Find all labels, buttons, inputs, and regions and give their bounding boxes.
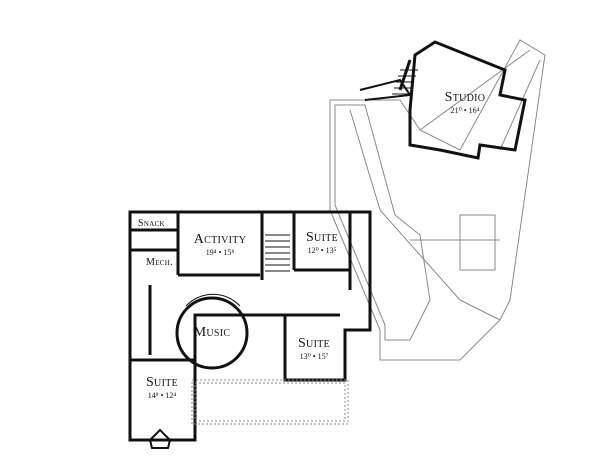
studio-walls <box>398 40 527 160</box>
room-name: Suite <box>305 230 339 245</box>
room-name: Studio <box>444 90 486 105</box>
room-label-snack: Snack <box>138 219 178 229</box>
room-dimensions: 13⁰ • 15⁷ <box>299 352 329 361</box>
room-name: Snack <box>138 218 165 229</box>
studio-stair <box>392 69 418 95</box>
music-room-arc <box>185 293 241 307</box>
porch <box>191 379 349 425</box>
room-name: Suite <box>297 336 331 351</box>
room-dimensions: 19⁴ • 15⁸ <box>205 248 235 257</box>
room-dimensions: 14⁸ • 12⁴ <box>147 391 177 400</box>
room-name: Activity <box>193 232 247 247</box>
room-label-suite-2: Suite 13⁰ • 15⁷ <box>292 337 336 361</box>
room-label-studio: Studio 21⁰ • 16⁴ <box>440 91 490 115</box>
room-dimensions: 21⁰ • 16⁴ <box>450 106 480 115</box>
room-label-activity: Activity 19⁴ • 15⁸ <box>185 233 255 257</box>
roof-outline <box>329 39 546 361</box>
room-label-suite-1: Suite 12⁰ • 13⁵ <box>300 231 344 255</box>
room-name: Suite <box>145 375 179 390</box>
room-label-music: Music <box>190 326 234 340</box>
room-label-mech: Mech. <box>146 258 186 268</box>
deck <box>359 78 412 101</box>
room-dimensions: 12⁰ • 13⁵ <box>307 246 337 255</box>
stair <box>265 234 290 272</box>
music-room-wall <box>175 296 249 370</box>
room-name: Music <box>193 325 231 340</box>
room-name: Mech. <box>146 257 173 268</box>
bay-window <box>148 428 172 449</box>
room-label-suite-3: Suite 14⁸ • 12⁴ <box>140 376 184 400</box>
